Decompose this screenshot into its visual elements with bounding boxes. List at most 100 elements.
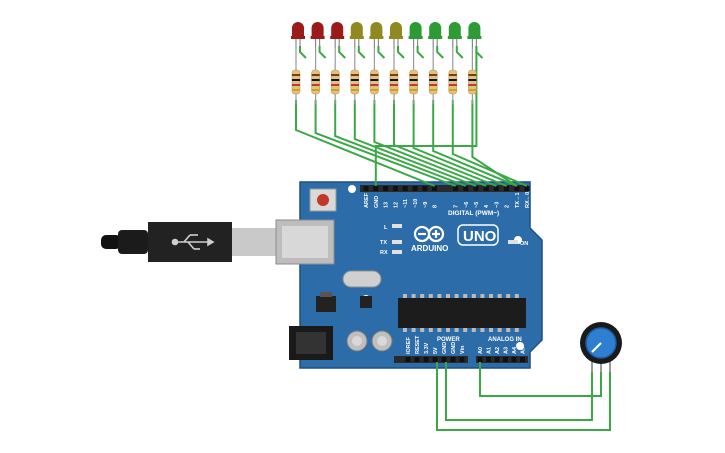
model-badge — [457, 224, 499, 246]
digital-pin-label: TX→1 — [515, 192, 521, 208]
led-cathode-wire — [416, 46, 425, 59]
led-cathode-wire — [455, 46, 464, 59]
power-pin-label: RESET — [415, 335, 421, 354]
digital-pin-hole[interactable] — [363, 186, 369, 191]
chip-pin — [480, 328, 485, 332]
power-pin-label: Vin — [460, 345, 466, 354]
digital-pin-hole[interactable] — [493, 186, 499, 191]
digital-pin-label: ~10 — [413, 199, 419, 208]
digital-pin-hole[interactable] — [463, 186, 469, 191]
chip-pin — [471, 328, 476, 332]
digital-pin-hole[interactable] — [483, 186, 489, 191]
analog-pin-hole[interactable] — [520, 357, 525, 362]
digital-pin-label: 7 — [454, 205, 460, 208]
power-pin-hole[interactable] — [414, 357, 420, 362]
digital-pin-hole[interactable] — [473, 186, 479, 191]
resistor[interactable] — [311, 48, 320, 104]
digital-pin-hole[interactable] — [453, 186, 459, 191]
usb-cable-boot — [118, 230, 148, 254]
resistor[interactable] — [330, 48, 340, 104]
digital-pin-hole[interactable] — [504, 186, 510, 191]
led-red[interactable] — [310, 22, 325, 48]
led-yellow[interactable] — [369, 22, 384, 48]
analog-pin-label: A1 — [487, 347, 493, 354]
led-cathode-wire — [299, 46, 307, 59]
usb-cable-strain-relief — [101, 235, 121, 249]
reset-button[interactable] — [317, 194, 329, 206]
resistor[interactable] — [448, 48, 458, 104]
usb-cable[interactable] — [101, 222, 276, 262]
analog-pin-hole[interactable] — [494, 357, 500, 362]
resistor[interactable] — [350, 48, 360, 104]
analog-pin-hole[interactable] — [486, 357, 491, 362]
digital-pin-hole[interactable] — [432, 186, 438, 191]
analog-pin-hole[interactable] — [477, 357, 483, 362]
digital-pin-holes — [363, 186, 530, 191]
power-pin-label: IOREF — [406, 337, 412, 354]
power-jack-inner — [296, 332, 326, 354]
digital-pin-hole[interactable] — [392, 186, 398, 191]
power-pin-hole[interactable] — [441, 357, 447, 362]
led-wire — [373, 100, 487, 187]
chip-pin — [437, 294, 442, 298]
digital-pin-hole[interactable] — [514, 186, 520, 191]
led-cathode-wire — [377, 46, 386, 59]
led-green[interactable] — [467, 22, 482, 48]
led-yellow[interactable] — [389, 22, 403, 48]
led-red[interactable] — [291, 22, 305, 48]
led-cathode-wire — [397, 46, 405, 59]
chip-pin — [411, 328, 416, 332]
wires — [295, 46, 611, 431]
power-pin-hole[interactable] — [459, 357, 465, 362]
power-pin-hole[interactable] — [450, 357, 456, 362]
chip-pin — [463, 294, 468, 298]
power-pin-hole[interactable] — [432, 357, 438, 362]
analog-pin-hole[interactable] — [511, 357, 517, 362]
power-pin-label: 3.3V — [424, 342, 430, 354]
led-yellow[interactable] — [349, 22, 364, 48]
chip-pin — [497, 328, 502, 332]
power-pin-hole[interactable] — [405, 357, 411, 362]
digital-pin-hole[interactable] — [383, 186, 389, 191]
led-red[interactable] — [330, 22, 345, 48]
capacitor-top — [352, 336, 362, 346]
resistor[interactable] — [409, 48, 418, 104]
power-pin-label: GND — [442, 342, 448, 354]
resistor[interactable] — [389, 48, 399, 104]
pot-signal-wire — [479, 362, 602, 397]
resistor[interactable] — [291, 48, 301, 104]
resistor[interactable] — [370, 48, 379, 104]
resistor[interactable] — [428, 48, 438, 104]
digital-pin-hole[interactable] — [422, 186, 428, 191]
led-l-label: L — [384, 225, 388, 231]
power-pin-label: GND — [451, 342, 457, 354]
chip-pin — [420, 328, 425, 332]
analog-pin-hole[interactable] — [503, 357, 508, 362]
led-green[interactable] — [408, 22, 423, 48]
potentiometer[interactable] — [580, 322, 622, 372]
led-green[interactable] — [447, 22, 462, 48]
resistor-array — [291, 48, 477, 104]
led-tx-label: TX — [380, 240, 387, 246]
led-array — [291, 22, 482, 48]
resistor[interactable] — [468, 48, 477, 104]
analog-pin-label: A0 — [478, 347, 484, 354]
digital-pin-label: ~9 — [423, 202, 429, 208]
chip-pin — [489, 328, 493, 332]
digital-pin-hole[interactable] — [373, 186, 379, 191]
usb-b-socket-inner — [282, 226, 328, 258]
chip-pins — [403, 294, 519, 332]
power-pin-hole[interactable] — [423, 357, 429, 362]
digital-pin-hole[interactable] — [412, 186, 418, 191]
analog-label: ANALOG IN — [488, 337, 522, 343]
chip-pin — [454, 294, 459, 298]
digital-pin-hole[interactable] — [524, 186, 530, 191]
model-label: UNO — [463, 228, 497, 245]
chip-pin — [420, 294, 425, 298]
chip-pin — [403, 328, 407, 332]
digital-pin-hole[interactable] — [402, 186, 408, 191]
chip-pin — [506, 328, 511, 332]
led-green[interactable] — [428, 22, 443, 48]
analog-pin-label: A4 — [512, 346, 518, 354]
